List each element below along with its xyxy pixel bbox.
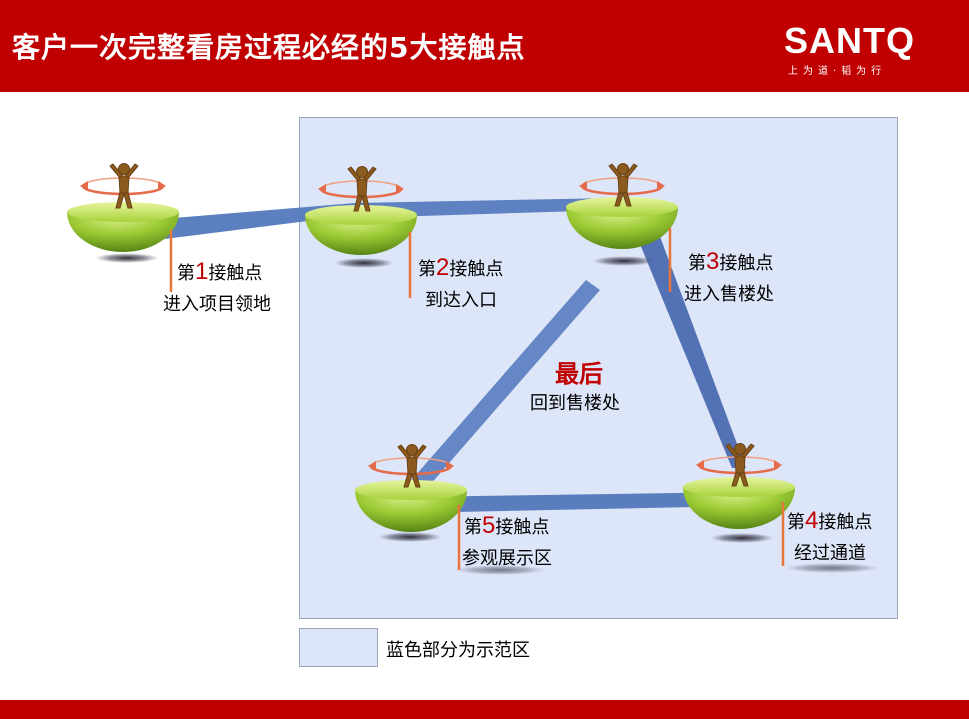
touchpoint-heading: 第5接触点 (464, 510, 552, 543)
node-shadow (454, 565, 546, 575)
path-2-to-3 (355, 198, 615, 218)
hemisphere-top (683, 477, 795, 497)
touchpoint-node-1 (67, 163, 179, 292)
tp-prefix: 第 (464, 517, 482, 538)
logo-slogan: 上为道·韬为行 (788, 66, 887, 77)
final-step-text: 回到售楼处 (530, 393, 620, 414)
touchpoint-label-4: 第4接触点 经过通道 (787, 505, 872, 569)
hemisphere-top (566, 197, 678, 217)
tp-number: 1 (195, 258, 209, 285)
arrowhead-icon (657, 181, 665, 191)
node-shadow (95, 253, 159, 263)
arrowhead-icon (446, 461, 454, 471)
path-5-to-final (408, 280, 600, 494)
node-shadow (334, 258, 394, 268)
tp-suffix: 接触点 (208, 263, 263, 284)
tp-suffix: 接触点 (495, 517, 550, 538)
path-3-to-4 (628, 215, 746, 468)
arrowhead-icon (396, 184, 404, 194)
tp-prefix: 第 (177, 263, 195, 284)
green-hemisphere (305, 215, 417, 255)
person-figure-icon (608, 163, 638, 207)
arrowhead-icon (158, 181, 166, 191)
tp-suffix: 接触点 (719, 253, 774, 274)
tp-number: 5 (482, 512, 496, 539)
tp-number: 4 (805, 507, 819, 534)
touchpoint-node-2 (305, 166, 417, 298)
node-shadow (784, 563, 880, 573)
person-figure-icon (397, 444, 427, 488)
arrowhead-icon (774, 460, 782, 470)
footer-bar (0, 700, 969, 719)
arrowhead-icon (80, 181, 88, 191)
touchpoint-place: 进入售楼处 (684, 284, 774, 305)
tp-suffix: 接触点 (449, 259, 504, 280)
page-title: 客户一次完整看房过程必经的5大接触点 (12, 31, 526, 64)
arrowhead-icon (318, 184, 326, 194)
green-hemisphere (355, 490, 467, 532)
touchpoint-place: 经过通道 (794, 543, 866, 564)
tp-prefix: 第 (418, 259, 436, 280)
green-hemisphere (67, 212, 179, 252)
touchpoint-label-5: 第5接触点 参观展示区 (462, 510, 552, 574)
header-bar: 客户一次完整看房过程必经的5大接触点 SANTQ 上为道·韬为行 (0, 0, 969, 92)
hemisphere-top (355, 480, 467, 500)
node-shadow (592, 256, 656, 266)
person-figure-icon (347, 166, 377, 212)
touchpoint-label-1: 第1接触点 进入项目领地 (163, 256, 271, 320)
legend-swatch (299, 628, 378, 667)
hemisphere-top (305, 205, 417, 225)
tp-number: 2 (436, 254, 450, 281)
touchpoint-place: 进入项目领地 (163, 294, 271, 315)
arrowhead-icon (368, 461, 376, 471)
green-hemisphere (566, 207, 678, 249)
touchpoint-heading: 第3接触点 (688, 246, 774, 279)
touchpoint-heading: 第4接触点 (787, 505, 872, 538)
person-figure-icon (725, 443, 755, 487)
hemisphere-top (67, 202, 179, 222)
touchpoint-place: 参观展示区 (462, 548, 552, 569)
arrowhead-icon (696, 460, 704, 470)
green-hemisphere (683, 487, 795, 529)
santo-logo: SANTQ 上为道·韬为行 (778, 18, 948, 78)
node-shadow (710, 533, 774, 543)
path-layer (125, 198, 746, 513)
touchpoint-heading: 第1接触点 (177, 256, 271, 289)
path-1-to-2 (125, 203, 355, 244)
touchpoint-node-5 (355, 444, 546, 575)
logo-wordmark: SANTQ (784, 20, 915, 61)
tp-number: 3 (706, 248, 720, 275)
arrowhead-icon (579, 181, 587, 191)
tp-prefix: 第 (787, 512, 805, 533)
final-step-title: 最后 (555, 360, 603, 388)
touchpoint-node-3 (566, 163, 678, 292)
path-4-to-5 (408, 492, 745, 513)
tp-suffix: 接触点 (818, 512, 873, 533)
touchpoint-place: 到达入口 (425, 290, 497, 311)
touchpoint-node-4 (683, 443, 880, 573)
person-figure-icon (109, 163, 139, 209)
node-shadow (378, 532, 442, 542)
legend-label: 蓝色部分为示范区 (386, 640, 530, 661)
tp-prefix: 第 (688, 253, 706, 274)
touchpoint-label-3: 第3接触点 进入售楼处 (684, 246, 774, 310)
touchpoint-heading: 第2接触点 (418, 252, 503, 285)
touchpoint-label-2: 第2接触点 到达入口 (418, 252, 503, 316)
